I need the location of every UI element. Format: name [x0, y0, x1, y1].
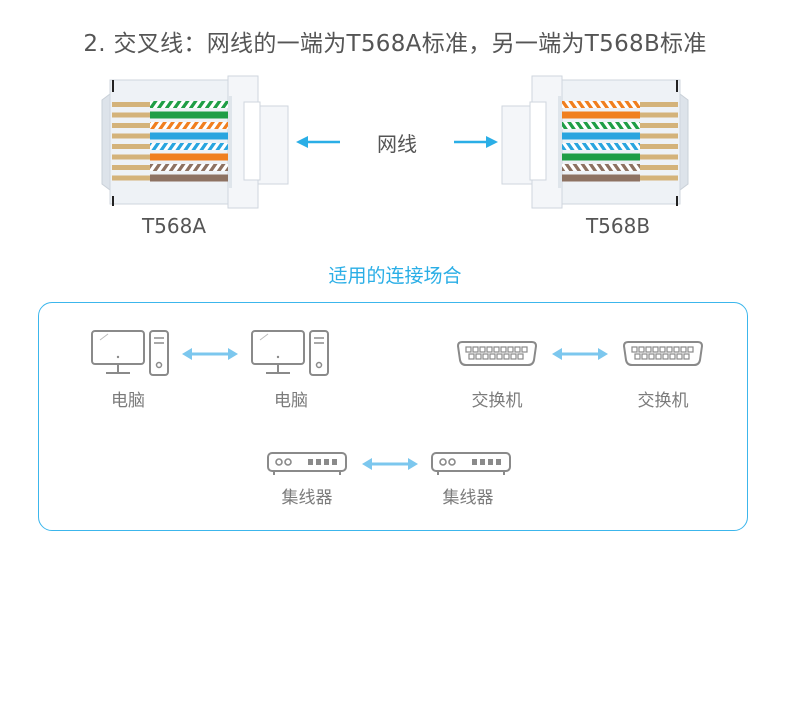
device-label-hub-left: 集线器 [281, 488, 333, 508]
wire-striped-brown [150, 164, 230, 171]
computer-icon [248, 328, 332, 380]
wire-striped-blue [560, 143, 640, 150]
switch-icon [456, 340, 538, 368]
connector-label-t568b: T568B [585, 214, 651, 238]
contact-pin [112, 112, 152, 118]
contact-pin [638, 112, 678, 118]
contact-pin [638, 102, 678, 107]
device-label-pc-left: 电脑 [111, 391, 145, 411]
contact-pin [112, 175, 152, 181]
scenarios-title: 适用的连接场合 [328, 265, 462, 287]
rj45-connector-t568a [94, 72, 294, 212]
double-arrow-icon [362, 456, 418, 475]
wire-striped-green [560, 122, 640, 129]
scenarios-panel [38, 302, 748, 531]
contact-pin [112, 154, 152, 160]
connector-label-t568a: T568A [141, 214, 207, 238]
contact-pin [112, 102, 152, 107]
rj45-connector-t568b [496, 72, 696, 212]
contact-pin [638, 165, 678, 170]
wire-striped-orange [560, 101, 640, 108]
contact-pin [638, 123, 678, 128]
switch-icon [622, 340, 704, 368]
contact-pin [112, 165, 152, 170]
wire-solid-brown [560, 174, 640, 182]
hub-icon [266, 450, 348, 476]
wire-solid-brown [150, 174, 230, 182]
wire-solid-green [560, 153, 640, 161]
wire-solid-blue [150, 132, 230, 140]
arrow-right-icon [452, 134, 498, 150]
double-arrow-icon [552, 346, 608, 365]
arrow-left-icon [296, 134, 342, 150]
wire-striped-orange [150, 122, 230, 129]
wire-striped-blue [150, 143, 230, 150]
device-label-hub-right: 集线器 [442, 488, 494, 508]
device-label-switch-left: 交换机 [471, 391, 523, 411]
contact-pin [638, 144, 678, 149]
wire-striped-brown [560, 164, 640, 171]
wire-solid-blue [560, 132, 640, 140]
contact-pin [112, 144, 152, 149]
device-label-switch-right: 交换机 [637, 391, 689, 411]
wire-striped-green [150, 101, 230, 108]
wire-solid-orange [560, 111, 640, 119]
hub-icon [430, 450, 512, 476]
wire-solid-green [150, 111, 230, 119]
double-arrow-icon [182, 346, 238, 365]
contact-pin [638, 133, 678, 139]
wire-solid-orange [150, 153, 230, 161]
page-title: 2. 交叉线：网线的一端为T568A标准，另一端为T568B标准 [83, 31, 707, 57]
contact-pin [638, 154, 678, 160]
cable-label: 网线 [377, 132, 417, 156]
computer-icon [88, 328, 172, 380]
device-label-pc-right: 电脑 [274, 391, 308, 411]
contact-pin [112, 123, 152, 128]
contact-pin [638, 175, 678, 181]
contact-pin [112, 133, 152, 139]
